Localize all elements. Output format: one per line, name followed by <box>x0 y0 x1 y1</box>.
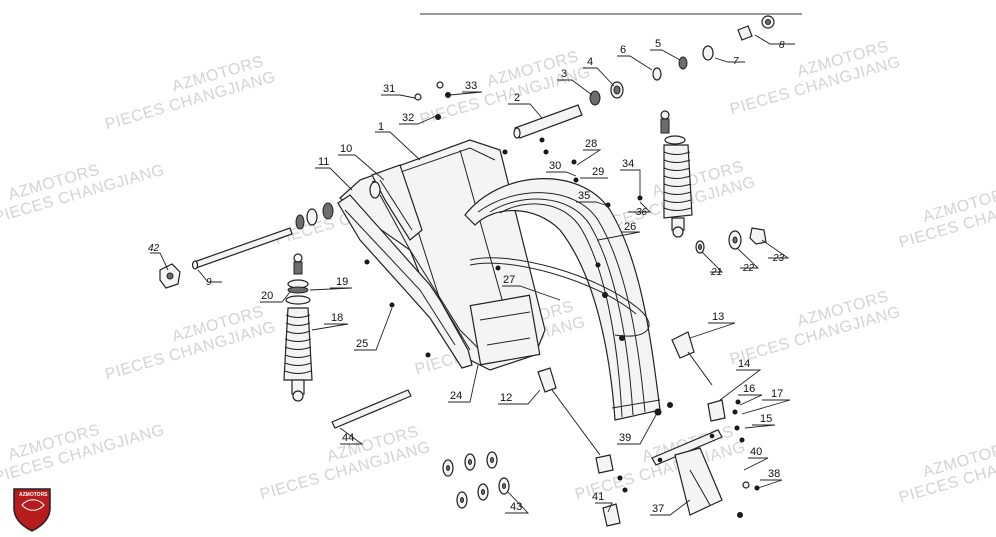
small-hardware <box>595 399 760 527</box>
callout-2: 2 <box>514 92 520 104</box>
callout-35: 35 <box>578 190 590 202</box>
rear-mudguard <box>464 178 661 421</box>
callout-26: 26 <box>624 221 636 233</box>
long-bolt <box>331 389 412 429</box>
washer-set <box>442 451 510 509</box>
reflector-bracket-left <box>537 367 601 456</box>
callout-6: 6 <box>620 44 626 56</box>
azmotors-logo: AZMOTORS <box>13 488 51 532</box>
callout-17: 17 <box>771 388 783 400</box>
left-shock-absorber <box>283 253 313 402</box>
callout-24: 24 <box>450 390 462 402</box>
pivot-washers <box>295 181 381 230</box>
callout-42: 42 <box>148 243 160 254</box>
loop-bracket <box>469 257 650 337</box>
callout-32: 32 <box>402 112 414 124</box>
callout-10: 10 <box>340 143 352 155</box>
callout-8: 8 <box>779 40 785 51</box>
callout-36: 36 <box>636 207 648 218</box>
callout-29: 29 <box>592 166 604 178</box>
callout-34: 34 <box>622 158 634 170</box>
callout-38: 38 <box>768 468 780 480</box>
reflector-bracket-right <box>671 331 713 386</box>
logo-text: AZMOTORS <box>19 492 48 498</box>
callout-41: 41 <box>592 491 604 503</box>
swingarm-axle <box>191 227 293 270</box>
shock-washers <box>695 227 767 254</box>
callout-40: 40 <box>750 446 762 458</box>
callout-15: 15 <box>760 413 772 425</box>
axle-nut <box>159 263 181 289</box>
callout-43: 43 <box>510 501 522 513</box>
callout-3: 3 <box>561 68 567 80</box>
callout-5: 5 <box>655 38 661 50</box>
callout-labels: 1 2 3 4 5 6 7 8 9 10 11 12 13 14 15 16 1… <box>148 38 785 515</box>
callout-7: 7 <box>733 56 739 67</box>
bearing-stack <box>589 15 775 106</box>
callout-30: 30 <box>549 160 561 172</box>
callout-33: 33 <box>465 80 477 92</box>
callout-1: 1 <box>378 121 384 133</box>
callout-23: 23 <box>772 253 785 264</box>
fasteners <box>364 81 643 358</box>
callout-13: 13 <box>712 311 724 323</box>
callout-21: 21 <box>710 267 722 278</box>
license-plate-bracket <box>651 429 723 516</box>
callout-37: 37 <box>652 503 664 515</box>
callout-44: 44 <box>342 432 354 444</box>
callout-11: 11 <box>318 156 329 168</box>
swingarm <box>337 139 546 371</box>
callout-12: 12 <box>500 392 512 404</box>
callout-16: 16 <box>743 383 755 395</box>
callout-39: 39 <box>619 432 631 444</box>
callout-28: 28 <box>585 138 597 150</box>
callout-27: 27 <box>503 274 515 286</box>
callout-22: 22 <box>742 263 755 274</box>
callout-19: 19 <box>336 276 348 288</box>
pivot-axle <box>513 104 583 139</box>
callout-9: 9 <box>206 277 212 288</box>
callout-18: 18 <box>331 312 343 324</box>
callout-31: 31 <box>383 83 395 95</box>
callout-leaders <box>150 34 795 516</box>
right-shock-absorber <box>660 110 693 238</box>
callout-25: 25 <box>356 338 368 350</box>
callout-4: 4 <box>587 56 593 68</box>
callout-14: 14 <box>738 358 750 370</box>
callout-20: 20 <box>261 290 273 302</box>
